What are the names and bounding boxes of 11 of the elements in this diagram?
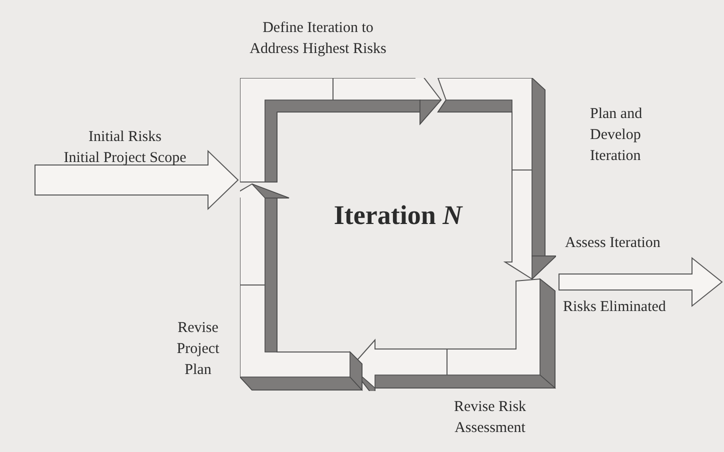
step-label: Define Iteration to Address Highest Risks <box>248 19 388 59</box>
step-label: Revise Project Plan <box>176 319 220 380</box>
step-label: Plan and Develop Iteration <box>590 105 644 166</box>
block-arrow <box>558 256 723 308</box>
center-title: Iteration N <box>332 200 464 231</box>
input-label: Initial Project Scope <box>62 149 188 168</box>
step-label: Revise Risk Assessment <box>452 398 528 438</box>
step-label: Assess Iteration <box>565 234 662 253</box>
step-label: Risks Eliminated <box>563 298 667 317</box>
block-arrow <box>34 150 239 210</box>
input-label: Initial Risks <box>88 128 162 147</box>
